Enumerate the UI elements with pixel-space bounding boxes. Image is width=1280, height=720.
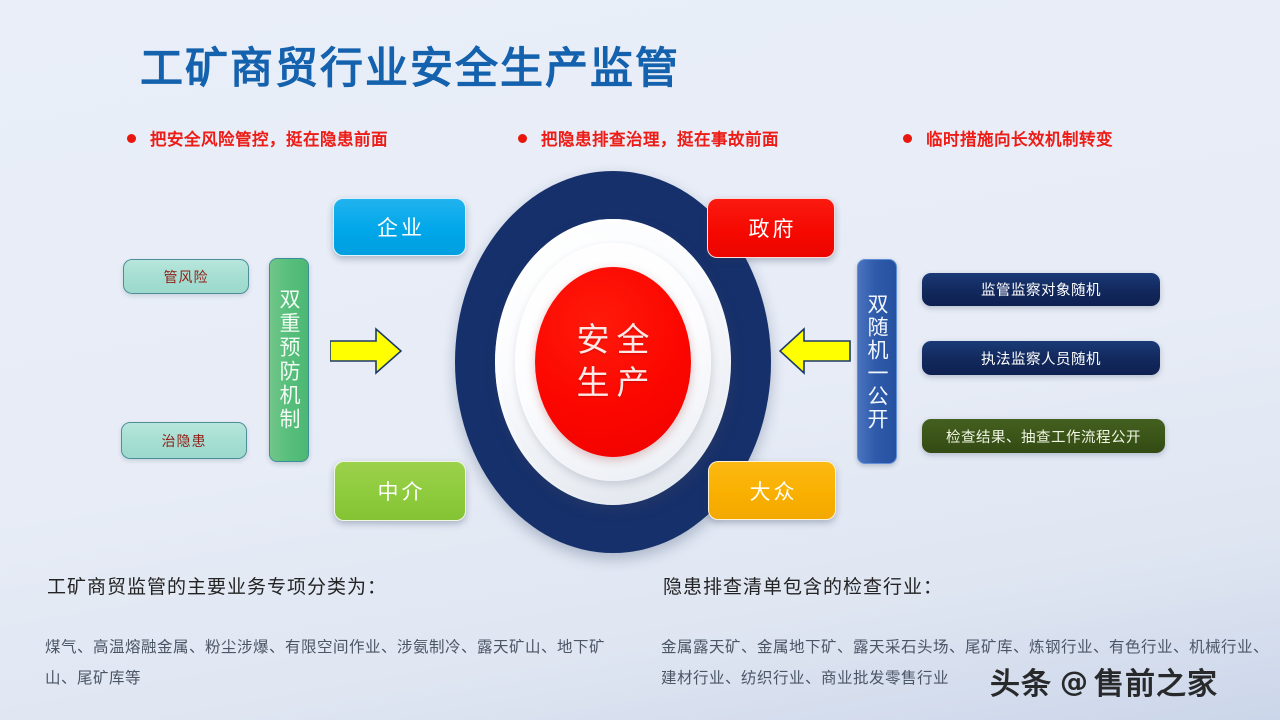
arrow-left-icon [779, 327, 851, 375]
watermark: 头条 @ 售前之家 [990, 659, 1218, 703]
pill-label: 管风险 [163, 269, 209, 286]
right-bar-label: 检查结果、抽查工作流程公开 [946, 429, 1141, 446]
footer-right-body: 金属露天矿、金属地下矿、露天采石头场、尾矿库、炼钢行业、有色行业、机械行业、建材… [661, 638, 1270, 687]
role-label: 中介 [377, 480, 426, 504]
role-pill-enterprise[interactable]: 企业 [333, 198, 466, 256]
right-bar-public-disclosure[interactable]: 检查结果、抽查工作流程公开 [922, 419, 1165, 453]
bullet-item-2: 临时措施向长效机制转变 [903, 126, 1113, 150]
footer-left-body: 煤气、高温熔融金属、粉尘涉爆、有限空间作业、涉氨制冷、露天矿山、地下矿山、尾矿库… [45, 638, 606, 687]
watermark-account: 售前之家 [1094, 667, 1218, 702]
center-ring-white-inner: 安全 生产 [515, 243, 711, 481]
arrow-right-icon [330, 327, 402, 375]
bullet-item-0: 把安全风险管控，挺在隐患前面 [127, 126, 388, 150]
bullet-dot-icon [127, 133, 136, 143]
role-label: 政府 [748, 217, 797, 241]
bullet-item-1: 把隐患排查治理，挺在事故前面 [518, 126, 779, 150]
bullet-label: 把安全风险管控，挺在隐患前面 [150, 131, 388, 149]
bullet-label: 临时措施向长效机制转变 [926, 131, 1113, 149]
right-bar-label: 执法监察人员随机 [981, 351, 1101, 368]
core-label-line1: 安全 [576, 320, 657, 360]
bullet-dot-icon [518, 133, 527, 143]
right-bar-label: 监管监察对象随机 [981, 283, 1101, 299]
watermark-brand: 头条 [990, 667, 1052, 702]
vertical-bar-label: 双随机一公开 [865, 292, 889, 431]
vertical-bar-label: 双重预防机制 [277, 288, 301, 432]
page-title: 工矿商贸行业安全生产监管 [140, 44, 680, 94]
footer-left-heading: 工矿商贸监管的主要业务专项分类为： [47, 576, 388, 598]
watermark-at-icon: @ [1060, 664, 1089, 698]
vertical-bar-double-random: 双随机一公开 [857, 259, 897, 464]
vertical-bar-dual-prevention: 双重预防机制 [269, 258, 309, 462]
role-label: 大众 [749, 479, 798, 504]
core-label-line2: 生产 [576, 363, 657, 402]
center-ring-white-outer: 安全 生产 [495, 219, 731, 505]
center-core-circle: 安全 生产 [535, 267, 691, 457]
right-bar-random-inspectors[interactable]: 执法监察人员随机 [922, 341, 1160, 375]
bullet-list: 把安全风险管控，挺在隐患前面 把隐患排查治理，挺在事故前面 临时措施向长效机制转… [0, 126, 1280, 156]
pill-risk-control[interactable]: 管风险 [123, 259, 249, 294]
bullet-dot-icon [903, 133, 912, 143]
role-pill-government[interactable]: 政府 [707, 198, 835, 258]
pill-label: 治隐患 [161, 433, 207, 450]
pill-hazard-treatment[interactable]: 治隐患 [121, 422, 247, 459]
role-label: 企业 [377, 216, 425, 240]
role-pill-intermediary[interactable]: 中介 [334, 461, 466, 521]
footer-right-heading: 隐患排查清单包含的检查行业： [663, 576, 944, 598]
role-pill-public[interactable]: 大众 [708, 461, 836, 520]
right-bar-random-subjects[interactable]: 监管监察对象随机 [922, 273, 1160, 306]
bullet-label: 把隐患排查治理，挺在事故前面 [541, 131, 779, 149]
